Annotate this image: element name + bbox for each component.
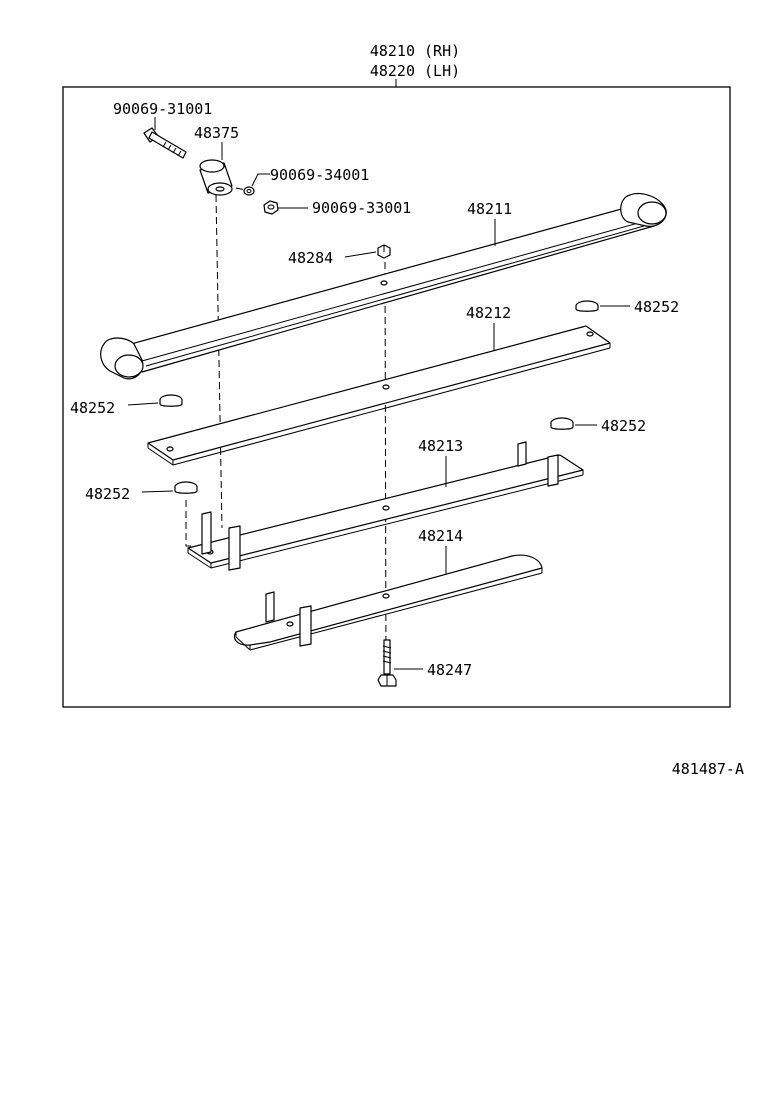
nut-48284 bbox=[377, 244, 391, 259]
leader-48252-left bbox=[127, 402, 159, 406]
insert-48252-right bbox=[550, 417, 574, 430]
leader-48284 bbox=[344, 251, 377, 258]
label-48247: 48247 bbox=[427, 661, 472, 679]
insert-48252-upper-right bbox=[575, 300, 599, 312]
label-48375: 48375 bbox=[194, 124, 239, 142]
leaf-48213 bbox=[187, 441, 584, 571]
leader-90069-34001 bbox=[251, 173, 270, 187]
label-48212: 48212 bbox=[466, 304, 511, 322]
assembly-label-lh: 48220 (LH) bbox=[370, 62, 460, 80]
label-90069-34001: 90069-34001 bbox=[270, 166, 369, 184]
figure-code: 481487-A bbox=[672, 760, 744, 778]
label-90069-31001: 90069-31001 bbox=[113, 100, 212, 118]
insert-48252-left bbox=[159, 394, 183, 407]
label-48252-right: 48252 bbox=[601, 417, 646, 435]
center-bolt-alignment-line bbox=[384, 261, 387, 671]
bushing-alignment-line bbox=[215, 194, 223, 529]
label-90069-33001: 90069-33001 bbox=[312, 199, 411, 217]
label-48213: 48213 bbox=[418, 437, 463, 455]
assembly-frame bbox=[62, 86, 731, 708]
label-48211: 48211 bbox=[467, 200, 512, 218]
leader-48252-lower-left bbox=[141, 490, 174, 493]
bushing-48375 bbox=[199, 159, 233, 196]
center-bolt-48247 bbox=[377, 639, 397, 687]
label-48252-lower-left: 48252 bbox=[85, 485, 130, 503]
label-48214: 48214 bbox=[418, 527, 463, 545]
label-48252-left: 48252 bbox=[70, 399, 115, 417]
label-48284: 48284 bbox=[288, 249, 333, 267]
nut-90069-33001 bbox=[263, 200, 279, 215]
bolt-90069-31001 bbox=[143, 127, 187, 159]
washer-alignment-line bbox=[235, 187, 247, 191]
leaf-48211 bbox=[100, 192, 667, 380]
washer-90069-34001 bbox=[243, 186, 255, 196]
assembly-label-rh: 48210 (RH) bbox=[370, 42, 460, 60]
label-48252-upper-right: 48252 bbox=[634, 298, 679, 316]
leaf-48212 bbox=[147, 325, 611, 466]
leaf-48214 bbox=[233, 554, 543, 651]
insert-48252-lower-left bbox=[174, 481, 198, 494]
